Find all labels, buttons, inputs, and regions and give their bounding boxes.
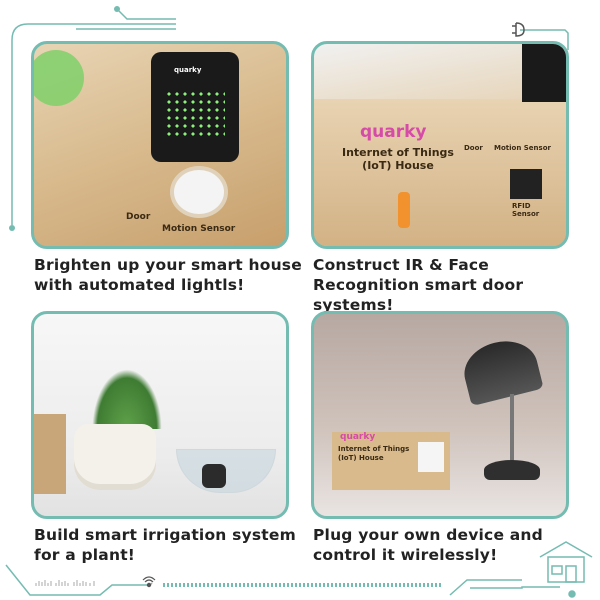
photo-label: quarky	[340, 432, 376, 442]
photo-label: quarky	[360, 122, 427, 142]
lamp-stand	[510, 394, 514, 464]
photo-label: RFID Sensor	[512, 202, 540, 218]
rfid-sensor	[510, 169, 542, 199]
sound-wave-decoration	[35, 580, 95, 586]
plug-icon	[512, 22, 525, 37]
photo-label: Internet of Things (IoT) House	[342, 146, 454, 172]
person-figure	[398, 192, 410, 228]
caption: Build smart irrigation system for a plan…	[34, 526, 296, 564]
photo-label: Motion Sensor	[162, 224, 236, 234]
caption: Brighten up your smart house with automa…	[34, 256, 302, 294]
water-pump	[202, 464, 226, 488]
caption: Plug your own device and control it wire…	[313, 526, 543, 564]
lamp-shade	[458, 333, 544, 407]
owl-pot	[74, 424, 156, 490]
photo-label: Door	[464, 144, 483, 152]
quarky-board	[522, 44, 566, 102]
lamp-base	[484, 460, 540, 480]
photo-label: Internet of Things (IoT) House	[338, 445, 410, 462]
plant-leaves	[92, 369, 162, 429]
photo-irrigation-system	[31, 311, 289, 519]
photo-plug-device: quarky Internet of Things (IoT) House	[311, 311, 569, 519]
wifi-icon	[142, 576, 156, 588]
photo-smart-house-lights: quarky Door Motion Sensor	[31, 41, 289, 249]
wooden-box	[34, 414, 66, 494]
caption: Construct IR & Face Recognition smart do…	[313, 256, 524, 314]
photo-ir-face-recognition: quarky Internet of Things (IoT) House Do…	[311, 41, 569, 249]
fan	[34, 50, 84, 106]
water-bowl	[176, 449, 276, 493]
smart-plug	[418, 442, 444, 472]
quarky-board	[151, 52, 239, 162]
motion-sensor	[174, 170, 224, 214]
photo-label: Door	[126, 212, 151, 222]
photo-label: Motion Sensor	[494, 144, 551, 152]
photo-label: quarky	[174, 66, 202, 74]
